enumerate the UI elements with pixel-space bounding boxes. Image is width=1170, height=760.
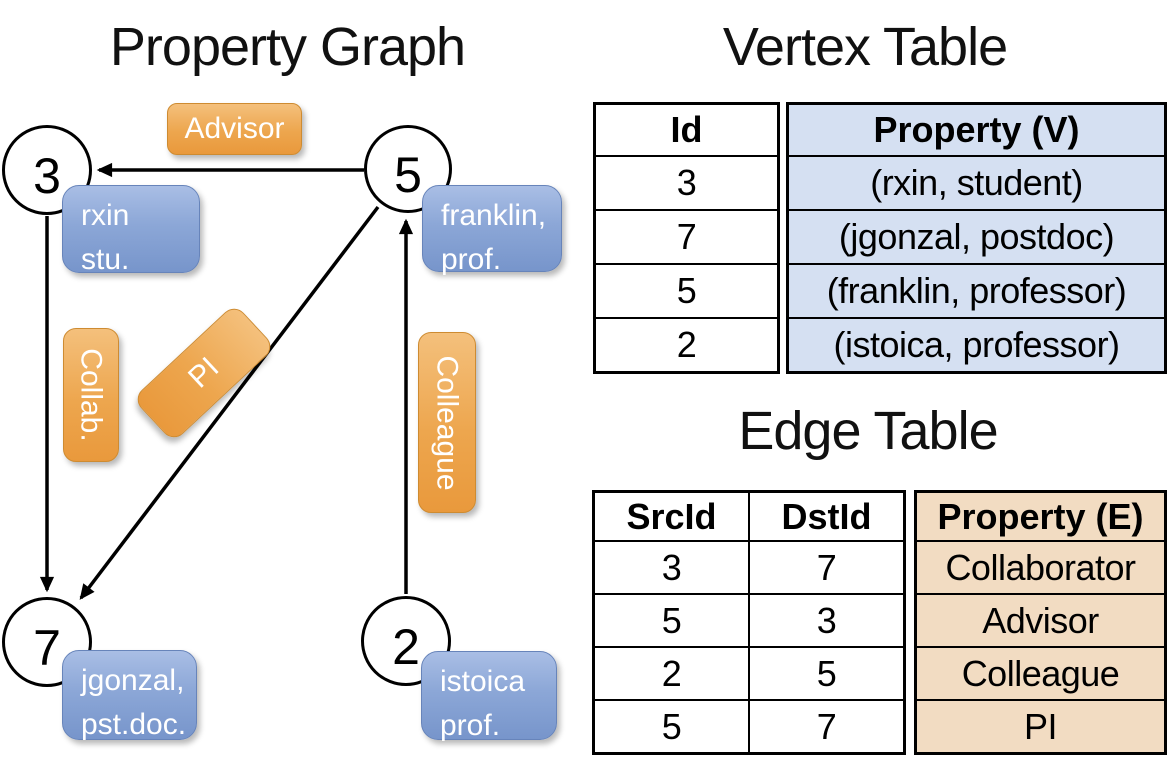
vertex-circle-5: 5 [364,125,452,213]
table-row: (franklin, professor) [786,263,1167,319]
property-line: prof. [441,243,502,276]
edge-dstid-cell: 5 [748,646,906,701]
vertex-table-property-column: Property (V) (rxin, student) (jgonzal, p… [786,102,1167,374]
edge-dstid-cell: 7 [748,699,906,755]
edge-table-property-column: Property (E) Collaborator Advisor Collea… [914,490,1167,755]
edge-srcid-cell: 5 [592,593,750,648]
property-line: franklin, [441,199,547,232]
edge-dstid-header: DstId [748,490,906,542]
property-line: stu. [81,243,130,276]
edge-property-header: Property (E) [914,490,1167,542]
edge-label-pi-text: PI [182,350,226,395]
table-row: 7 [593,209,780,265]
vertex-circle-2-id: 2 [392,619,420,675]
edge-label-colleague-text: Colleague [431,354,465,491]
table-header-row: Property (E) [914,490,1167,542]
table-header-row: Id [593,102,780,157]
vertex-id-cell: 7 [593,209,780,265]
table-row: Advisor [914,593,1167,648]
vertex-property-cell: (istoica, professor) [786,317,1167,374]
edge-dstid-cell: 7 [748,540,906,595]
table-header-row: Property (V) [786,102,1167,157]
table-row: Collaborator [914,540,1167,595]
vertex-id-header: Id [593,102,780,157]
vertex-circle-7-id: 7 [33,620,61,676]
vertex-table-id-column: Id 3 7 5 2 [593,102,780,374]
property-line: jgonzal, [81,664,185,697]
property-line: prof. [440,709,501,742]
edge-5-to-7-pi [79,205,380,600]
vertex-property-box-jgonzal: jgonzal, pst.doc. [62,650,197,741]
edge-srcid-cell: 2 [592,646,750,701]
property-line: rxin [81,199,130,232]
edge-label-collab-text: Collab. [75,348,109,442]
edge-property-cell: Advisor [914,593,1167,648]
table-row: Colleague [914,646,1167,701]
vertex-property-cell: (franklin, professor) [786,263,1167,319]
table-row: (rxin, student) [786,155,1167,211]
property-graph-title: Property Graph [109,17,466,77]
edge-label-advisor-text: Advisor [184,112,285,145]
edge-label-collab: Collab. [63,328,119,462]
vertex-circle-2: 2 [361,596,451,686]
vertex-property-box-franklin: franklin, prof. [422,185,562,276]
vertex-table-title: Vertex Table [722,17,1008,77]
edge-table-title: Edge Table [738,401,998,461]
graph-edges-canvas [39,162,414,600]
edge-property-cell: Collaborator [914,540,1167,595]
edge-property-cell: PI [914,699,1167,755]
edge-srcid-header: SrcId [592,490,750,542]
vertex-property-box-rxin: rxin stu. [62,185,200,276]
edge-srcid-cell: 5 [592,699,750,755]
vertex-circle-5-id: 5 [394,147,422,203]
edge-dstid-cell: 3 [748,593,906,648]
table-row: 3 [593,155,780,211]
table-row: (jgonzal, postdoc) [786,209,1167,265]
edge-table-id-columns: SrcId DstId 3 7 5 3 2 5 5 7 [592,490,906,755]
vertex-id-cell: 3 [593,155,780,211]
vertex-circle-3-id: 3 [33,148,61,204]
table-row: 5 3 [592,593,906,648]
vertex-id-cell: 2 [593,317,780,374]
edge-label-colleague: Colleague [418,332,476,513]
vertex-id-cell: 5 [593,263,780,319]
table-row: 2 5 [592,646,906,701]
table-row: 5 [593,263,780,319]
property-line: pst.doc. [81,708,187,741]
table-row: PI [914,699,1167,755]
table-row: 5 7 [592,699,906,755]
table-row: 3 7 [592,540,906,595]
edge-property-cell: Colleague [914,646,1167,701]
property-line: istoica [440,665,526,698]
vertex-property-box-istoica: istoica prof. [421,651,557,742]
vertex-property-cell: (jgonzal, postdoc) [786,209,1167,265]
edge-srcid-cell: 3 [592,540,750,595]
table-row: (istoica, professor) [786,317,1167,374]
table-row: 2 [593,317,780,374]
table-header-row: SrcId DstId [592,490,906,542]
edge-label-advisor: Advisor [167,103,302,155]
vertex-property-header: Property (V) [786,102,1167,157]
vertex-property-cell: (rxin, student) [786,155,1167,211]
